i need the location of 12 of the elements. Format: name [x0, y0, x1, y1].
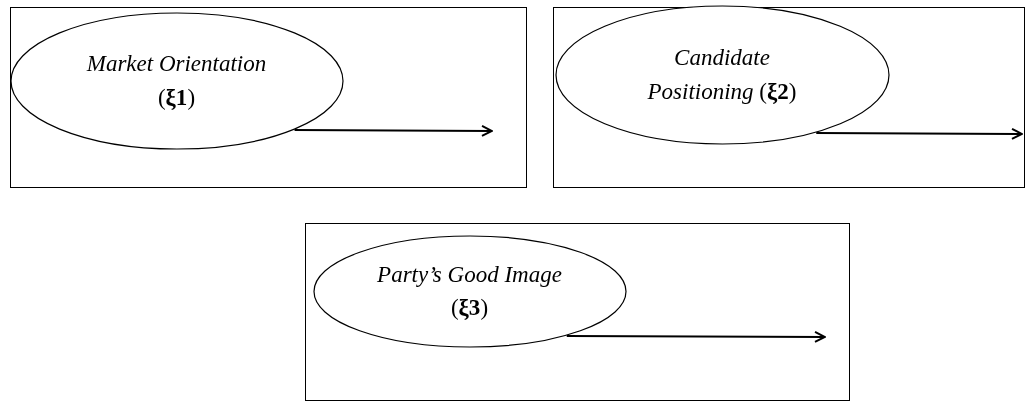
- construct-label: Candidate Positioning (ξ2): [646, 44, 798, 106]
- container-box: [305, 223, 850, 401]
- arrow: [565, 330, 826, 343]
- construct-ellipse: [312, 234, 627, 348]
- arrow: [815, 127, 1023, 140]
- construct-ellipse: [9, 11, 344, 150]
- construct-label: Market Orientation (ξ1): [85, 50, 268, 112]
- container-box: [10, 7, 527, 188]
- container-box: [553, 7, 1025, 188]
- construct-ellipse: [554, 4, 890, 145]
- construct-label: Party’s Good Image (ξ3): [376, 260, 563, 322]
- arrow: [293, 124, 493, 137]
